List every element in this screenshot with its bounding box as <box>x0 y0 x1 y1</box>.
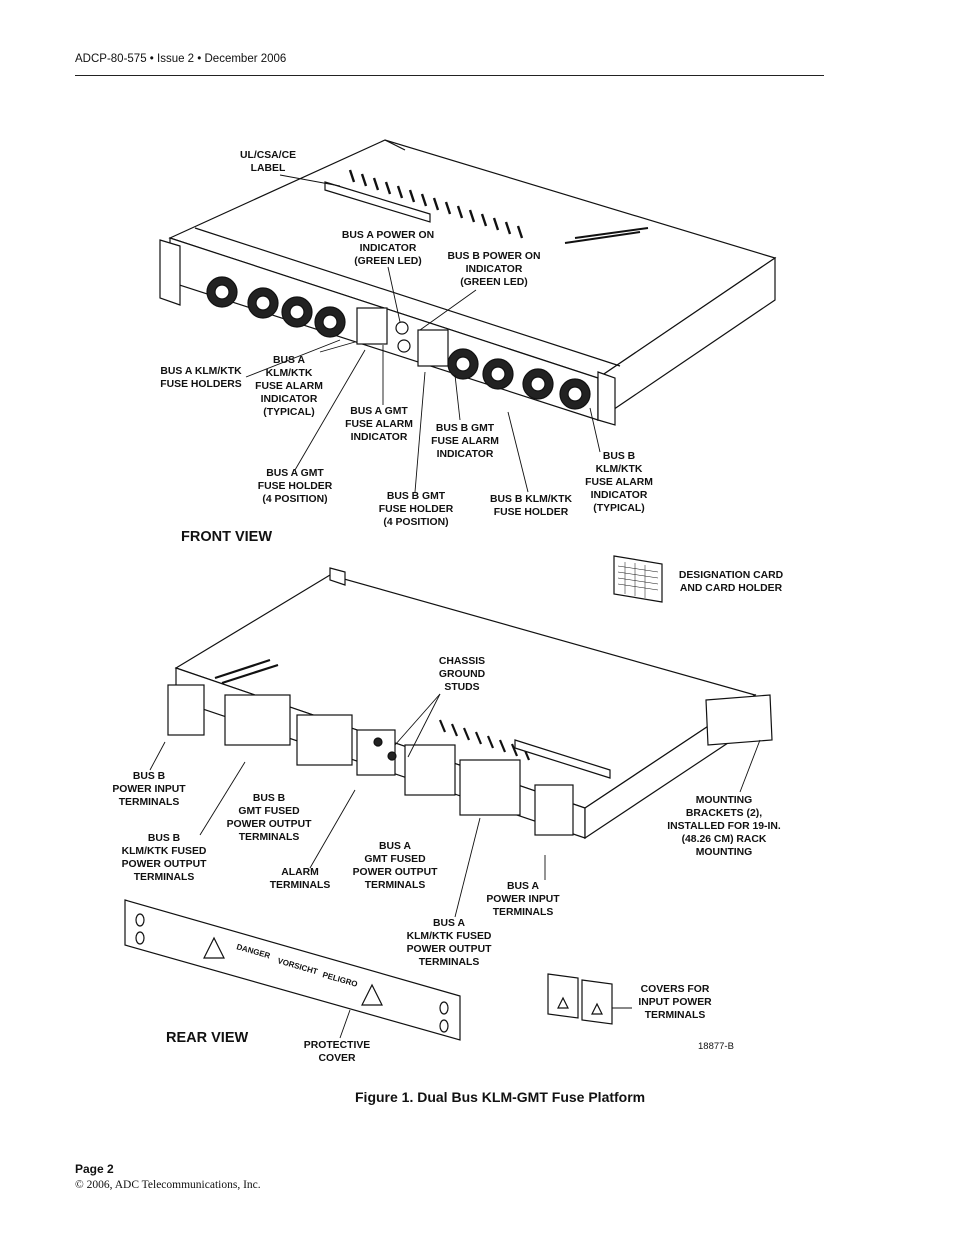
alarm-terminals-callout: ALARM TERMINALS <box>269 867 331 891</box>
copyright: © 2006, ADC Telecommunications, Inc. <box>75 1179 261 1191</box>
bus-b-klm-holder-callout: BUS B KLM/KTK FUSE HOLDER <box>490 494 572 518</box>
header-rule <box>75 75 824 76</box>
front-chassis-drawing <box>159 139 777 426</box>
bus-b-klm-output-callout: BUS B KLM/KTK FUSED POWER OUTPUT TERMINA… <box>121 833 207 883</box>
designation-card-callout: DESIGNATION CARD AND CARD HOLDER <box>678 570 784 594</box>
bus-b-power-input-callout: BUS B POWER INPUT TERMINALS <box>112 771 186 808</box>
rear-leader-lines <box>149 693 761 1039</box>
rear-chassis-drawing <box>167 567 773 840</box>
document-header: ADCP-80-575 • Issue 2 • December 2006 <box>75 53 287 65</box>
ul-csa-ce-label-callout: UL/CSA/CE LABEL <box>240 150 296 174</box>
bus-a-gmt-holder-callout: BUS A GMT FUSE HOLDER (4 POSITION) <box>257 468 333 505</box>
bus-b-gmt-output-callout: BUS B GMT FUSED POWER OUTPUT TERMINALS <box>226 793 312 843</box>
bus-a-power-led-callout: BUS A POWER ON INDICATOR (GREEN LED) <box>341 230 435 267</box>
protective-cover-callout: PROTECTIVE COVER <box>303 1040 371 1064</box>
drawing-number: 18877-B <box>698 1041 734 1052</box>
bus-a-klm-output-callout: BUS A KLM/KTK FUSED POWER OUTPUT TERMINA… <box>406 918 492 968</box>
bus-a-power-input-callout: BUS A POWER INPUT TERMINALS <box>486 881 560 918</box>
front-view-title: FRONT VIEW <box>181 529 273 545</box>
bus-b-klm-alarm-callout: BUS B KLM/KTK FUSE ALARM INDICATOR (TYPI… <box>585 451 653 514</box>
mounting-brackets-callout: MOUNTING BRACKETS (2), INSTALLED FOR 19-… <box>667 795 781 858</box>
front-leader-lines <box>245 174 601 493</box>
bus-a-gmt-output-callout: BUS A GMT FUSED POWER OUTPUT TERMINALS <box>352 841 438 891</box>
designation-card-drawing <box>613 555 663 603</box>
bus-a-gmt-alarm-callout: BUS A GMT FUSE ALARM INDICATOR <box>345 406 413 443</box>
bus-b-power-led-callout: BUS B POWER ON INDICATOR (GREEN LED) <box>447 251 541 288</box>
bus-b-gmt-holder-callout: BUS B GMT FUSE HOLDER (4 POSITION) <box>378 491 454 528</box>
bus-a-klm-holders-callout: BUS A KLM/KTK FUSE HOLDERS <box>160 366 242 390</box>
page-number: Page 2 <box>75 1162 114 1176</box>
chassis-ground-callout: CHASSIS GROUND STUDS <box>438 656 486 693</box>
protective-cover-drawing <box>124 899 461 1041</box>
input-cover-drawings <box>547 973 613 1025</box>
bus-a-klm-alarm-callout: BUS A KLM/KTK FUSE ALARM INDICATOR (TYPI… <box>255 355 323 418</box>
bus-b-gmt-alarm-callout: BUS B GMT FUSE ALARM INDICATOR <box>431 423 499 460</box>
figure-caption: Figure 1. Dual Bus KLM-GMT Fuse Platform <box>355 1089 646 1105</box>
input-covers-callout: COVERS FOR INPUT POWER TERMINALS <box>638 984 712 1021</box>
rear-view-title: REAR VIEW <box>166 1030 249 1046</box>
